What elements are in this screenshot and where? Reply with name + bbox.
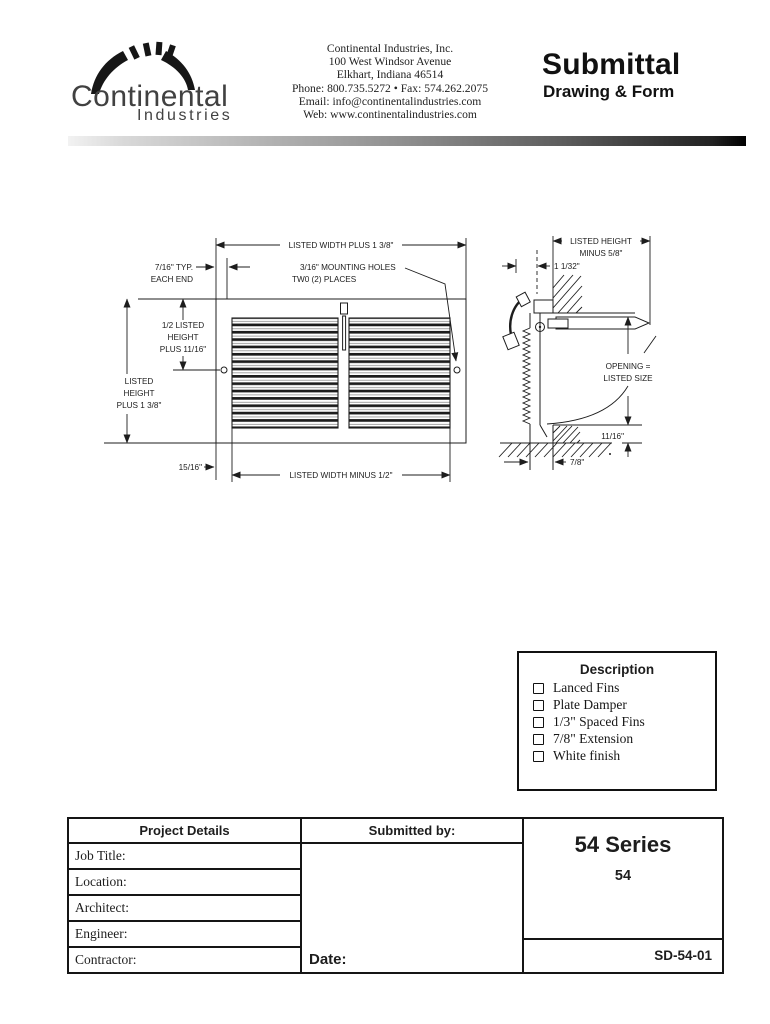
submitted-by-blank-area[interactable]: Date:	[302, 844, 522, 972]
fin-serration	[521, 327, 532, 425]
damper-clip-top	[515, 291, 531, 308]
logo-wordmark: Continental	[71, 80, 229, 113]
company-address-block: Continental Industries, Inc. 100 West Wi…	[268, 42, 512, 121]
document-title: Submittal	[542, 48, 681, 81]
dim-listed-width-plus: LISTED WIDTH PLUS 1 3/8"	[289, 241, 394, 250]
submitted-by-header: Submitted by:	[302, 819, 522, 844]
floor-hatch	[498, 442, 612, 458]
company-city: Elkhart, Indiana 46514	[336, 68, 444, 82]
label-opening-2: LISTED SIZE	[603, 374, 653, 383]
mounting-hole-left	[220, 366, 228, 374]
company-phone-fax: Phone: 800.735.5272 • Fax: 574.262.2075	[291, 81, 488, 95]
company-name: Continental Industries, Inc.	[326, 42, 454, 55]
plate-clip	[547, 318, 569, 329]
description-title: Description	[579, 662, 655, 677]
description-item: Plate Damper	[533, 697, 715, 712]
airflow-curve	[546, 385, 629, 425]
submitted-by-column: Submitted by: Date:	[302, 819, 524, 972]
checkbox-icon[interactable]	[533, 733, 544, 745]
date-label: Date:	[309, 951, 347, 968]
field-job-title[interactable]: Job Title:	[69, 844, 300, 870]
dim-listed-width-minus: LISTED WIDTH MINUS 1/2"	[290, 471, 393, 480]
dim-listed-height-2: HEIGHT	[124, 389, 155, 398]
checkbox-icon[interactable]	[533, 716, 544, 728]
description-item: 1/3" Spaced Fins	[533, 714, 715, 729]
doc-number: SD-54-01	[654, 947, 712, 963]
label-two-places: TW0 (2) PLACES	[292, 275, 357, 284]
field-location[interactable]: Location:	[69, 870, 300, 896]
damper-clip-bottom	[502, 331, 520, 351]
dim-projection: 1 1/32"	[554, 262, 580, 271]
field-engineer[interactable]: Engineer:	[69, 922, 300, 948]
checkbox-icon[interactable]	[533, 699, 544, 711]
continental-arch-logo-icon	[91, 41, 195, 94]
checkbox-icon[interactable]	[533, 750, 544, 762]
dim-listed-height-minus-1: LISTED HEIGHT	[570, 237, 632, 246]
dim-half-height-2: HEIGHT	[168, 333, 199, 342]
header-gradient-rule	[68, 136, 746, 146]
document-subtitle: Drawing & Form	[543, 82, 675, 101]
project-form-table: Project Details Job Title: Location: Arc…	[67, 817, 724, 974]
dim-sill: 11/16"	[601, 432, 624, 441]
wall-hatch-top	[552, 274, 583, 314]
label-opening-1: OPENING =	[606, 362, 651, 371]
grille-front-view-drawing: LISTED WIDTH PLUS 1 3/8" 7/16" TYP. EACH…	[104, 238, 467, 482]
extension-plate	[555, 316, 651, 330]
company-street: 100 West Windsor Avenue	[328, 55, 452, 69]
dim-half-height-3: PLUS 11/16"	[160, 345, 207, 354]
series-title: 54 Series	[574, 832, 672, 857]
louver-panel-left	[231, 317, 339, 429]
series-column: 54 Series 54 SD-54-01	[524, 819, 722, 972]
mounting-hole-right	[453, 366, 461, 374]
logo-wordmark-sub: Industries	[137, 107, 233, 124]
dim-end-typ: 7/16" TYP.	[155, 263, 193, 272]
company-email: Email: info@continentalindustries.com	[298, 94, 482, 108]
dim-each-end: EACH END	[151, 275, 193, 284]
frame-head	[533, 299, 554, 314]
dim-listed-height-1: LISTED	[125, 377, 154, 386]
project-details-header: Project Details	[69, 819, 300, 844]
dim-listed-height-3: PLUS 1 3/8"	[117, 401, 162, 410]
project-details-column: Project Details Job Title: Location: Arc…	[69, 819, 302, 972]
dim-fifteen-sixteenths: 15/16"	[179, 463, 202, 472]
damper-handle	[340, 302, 348, 351]
wall-hatch-bottom	[552, 425, 581, 444]
field-architect[interactable]: Architect:	[69, 896, 300, 922]
field-contractor[interactable]: Contractor:	[75, 952, 137, 967]
series-cell: 54 Series 54	[524, 819, 722, 940]
dim-half-height-1: 1/2 LISTED	[162, 321, 204, 330]
label-mounting-holes: 3/16" MOUNTING HOLES	[300, 263, 396, 272]
description-item: White finish	[533, 748, 715, 763]
description-item: Lanced Fins	[533, 680, 715, 695]
company-web: Web: www.continentalindustries.com	[303, 108, 477, 122]
dim-listed-height-minus-2: MINUS 5/8"	[580, 249, 623, 258]
checkbox-icon[interactable]	[533, 682, 544, 694]
description-box: Description Lanced Fins Plate Damper 1/3…	[517, 651, 717, 791]
dim-depth: 7/8"	[570, 458, 584, 467]
description-item: 7/8" Extension	[533, 731, 715, 746]
louver-panel-right	[348, 317, 451, 429]
grille-side-section-drawing: LISTED HEIGHT MINUS 5/8" 1 1/32" OPENING…	[498, 236, 657, 470]
series-model: 54	[614, 868, 632, 884]
